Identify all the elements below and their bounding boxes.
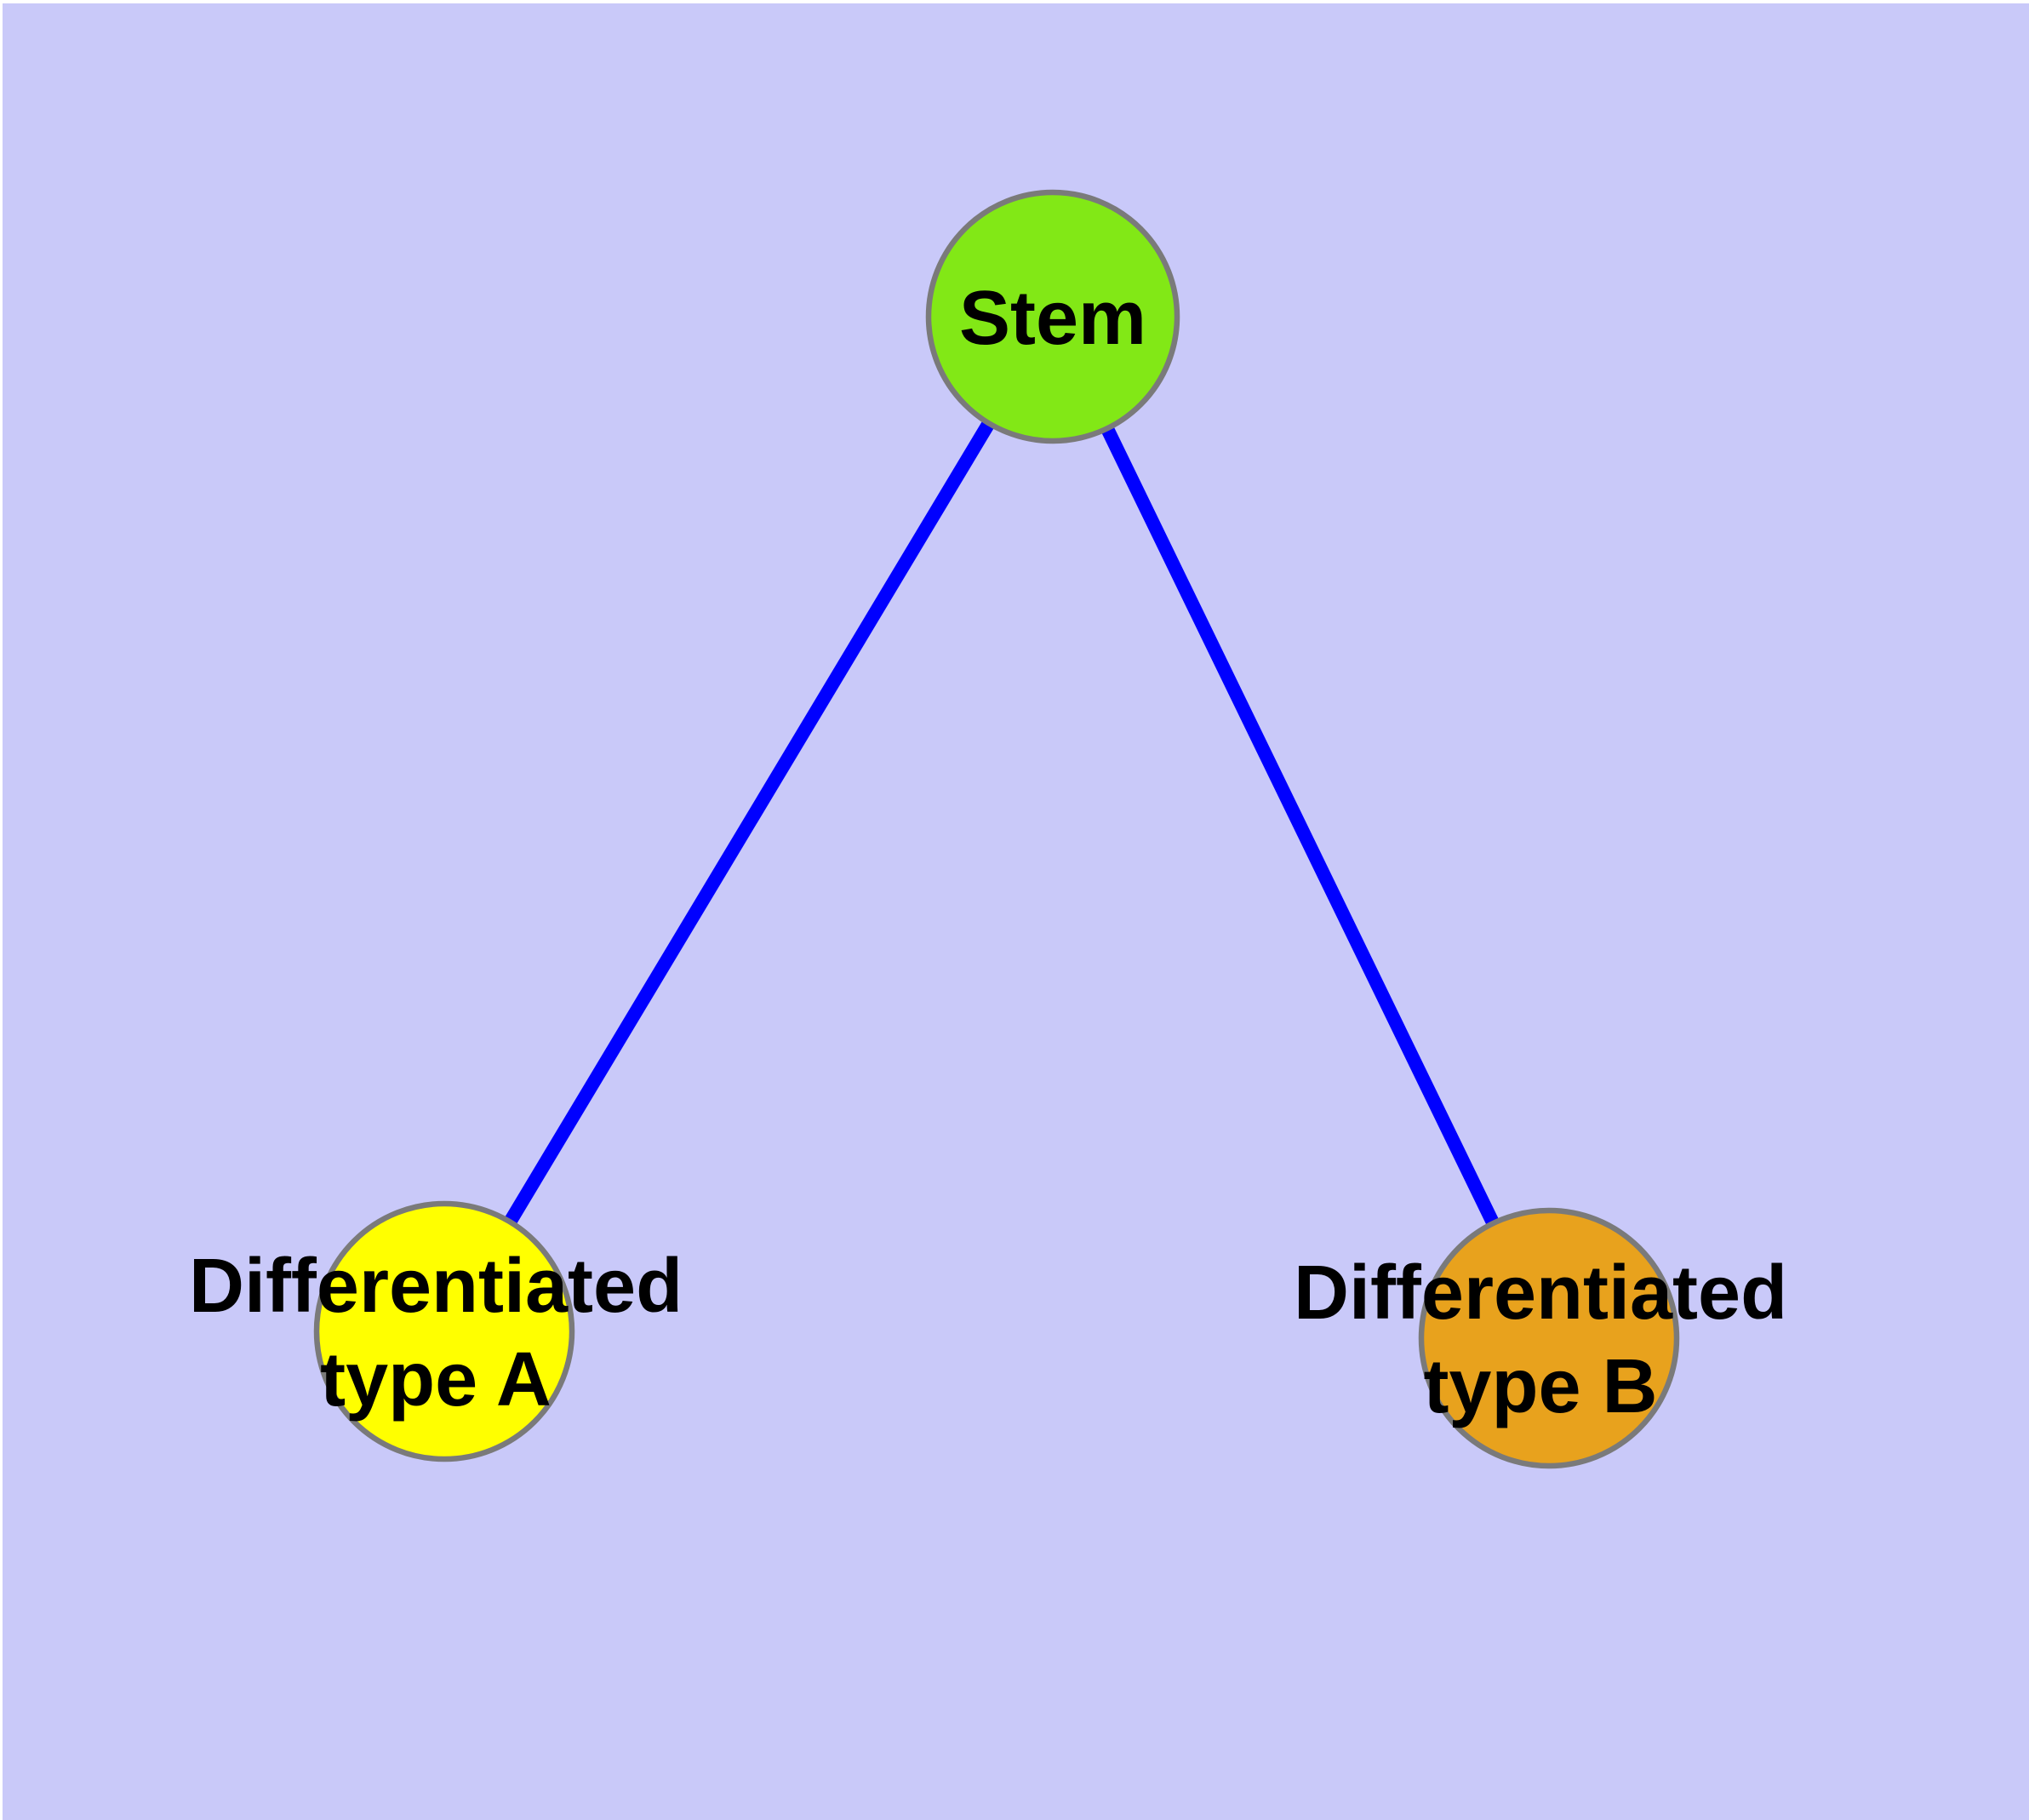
node-type-a-label: Differentiated type A	[188, 1244, 683, 1422]
edge-stem-to-type-a	[438, 312, 1059, 1336]
node-type-b-label: Differentiated type B	[1293, 1251, 1788, 1429]
node-type-b-circle	[1418, 1207, 1680, 1469]
edge-stem-to-type-b	[1046, 313, 1556, 1342]
node-stem-circle	[925, 189, 1180, 444]
node-stem-label: Stem	[958, 276, 1147, 361]
node-type-a-circle	[313, 1200, 575, 1462]
